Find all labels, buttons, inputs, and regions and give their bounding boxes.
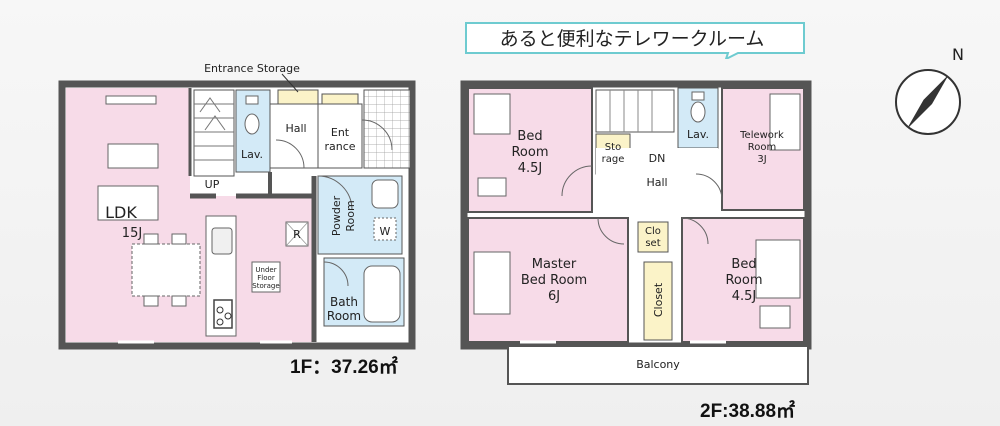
label-powder-line1: Powder <box>330 195 343 236</box>
label-bed2-line2: Room <box>725 273 762 288</box>
hall-1f <box>269 103 319 169</box>
compass-icon: N <box>895 45 964 135</box>
label-storage-line1: Sto <box>605 142 621 153</box>
entrance-storage <box>277 89 319 105</box>
label-bath-line2: Room <box>327 309 361 323</box>
label-ldk-size: 15J <box>122 226 142 241</box>
compass-north-label: N <box>952 45 964 64</box>
label-powder-line2: Room <box>344 200 357 231</box>
label-master-line2: Bed Room <box>521 273 587 288</box>
stairs-2f <box>595 89 675 133</box>
label-under-floor-1: Under <box>255 266 276 274</box>
stairs-1f <box>193 89 235 177</box>
second-floor-plan: Bed Room 4.5J Sto rage DN Hall Lav. Tele… <box>460 80 812 385</box>
label-ldk: LDK <box>105 203 137 222</box>
label-telework-line2: Room <box>748 142 776 153</box>
label-entrance-line1: Ent <box>331 126 350 139</box>
label-under-floor-2: Floor <box>257 274 275 282</box>
callout-text: あると便利なテレワークルーム <box>500 28 765 50</box>
porch-tiles <box>363 89 411 169</box>
label-closet-small-line2: set <box>645 238 660 249</box>
label-entrance-storage: Entrance Storage <box>204 62 300 75</box>
hall-2f <box>596 148 718 212</box>
tv-unit <box>107 143 159 169</box>
label-up: UP <box>205 178 220 191</box>
first-floor-plan: Entrance Storage LDK 15J UP Lav. Hall En… <box>58 62 416 350</box>
under-floor-storage <box>251 261 281 293</box>
label-refrigerator: R <box>293 228 301 241</box>
label-washer: W <box>380 225 391 238</box>
label-bed1-line1: Bed <box>517 129 542 144</box>
label-hall-1f: Hall <box>285 122 306 135</box>
label-master-size: 6J <box>548 289 560 304</box>
label-telework-line1: Telework <box>739 130 784 141</box>
dining-set <box>131 233 201 307</box>
label-telework-size: 3J <box>757 154 766 165</box>
closet <box>643 261 673 341</box>
label-entrance-line2: rance <box>324 140 355 153</box>
label-lav-1f: Lav. <box>241 148 263 161</box>
closet-small <box>637 221 669 253</box>
label-storage-line2: rage <box>602 154 625 165</box>
label-hall-2f: Hall <box>646 176 667 189</box>
label-bed1-size: 4.5J <box>518 161 543 176</box>
label-dn: DN <box>649 152 666 165</box>
sofa <box>97 185 159 221</box>
label-bath-line1: Bath <box>330 295 358 309</box>
label-lav-2f: Lav. <box>687 128 709 141</box>
first-floor-area: 1F：37.26㎡ <box>290 357 398 378</box>
label-master-line1: Master <box>532 257 577 272</box>
balcony <box>507 345 809 385</box>
second-floor-area: 2F:38.88㎡ <box>700 401 796 422</box>
label-bed1-line2: Room <box>511 145 548 160</box>
label-bed2-size: 4.5J <box>732 289 757 304</box>
label-closet-small-line1: Clo <box>645 226 661 237</box>
label-balcony: Balcony <box>636 358 680 371</box>
telework-callout: あると便利なテレワークルーム <box>465 22 805 59</box>
label-under-floor-3: Storage <box>252 282 279 290</box>
label-bed2-line1: Bed <box>731 257 756 272</box>
label-closet: Closet <box>652 282 665 317</box>
entrance <box>317 103 363 169</box>
